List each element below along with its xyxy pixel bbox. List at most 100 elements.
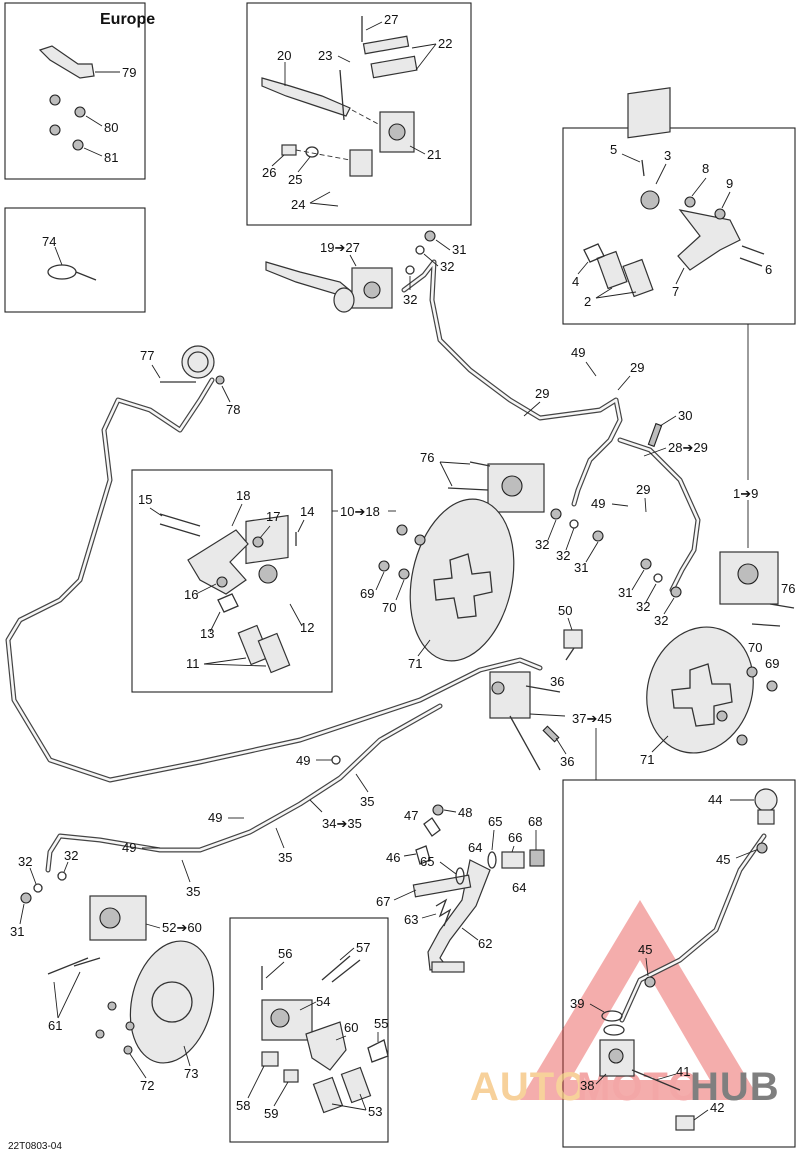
callout-46: 46 — [386, 850, 400, 865]
rear-caliper-box — [229, 917, 389, 1143]
callout-71b: 71 — [640, 752, 654, 767]
callout-70a: 70 — [382, 600, 396, 615]
clip-47 — [423, 817, 441, 837]
banjo-bolt-31a — [424, 230, 436, 242]
callout-64a: 64 — [468, 840, 482, 855]
callout-26: 26 — [262, 165, 276, 180]
bushing-26 — [281, 144, 297, 156]
watermark-triangle — [520, 900, 760, 1100]
callout-17: 17 — [266, 509, 280, 524]
callout-49e: 49 — [122, 840, 136, 855]
bleeder-5 — [641, 159, 645, 177]
boot-42 — [675, 1115, 695, 1131]
switch-50 — [563, 629, 583, 649]
bracket-7 — [677, 209, 741, 271]
callout-9: 9 — [726, 176, 733, 191]
pin-15a — [159, 513, 201, 527]
callout-35c: 35 — [186, 884, 200, 899]
callout-67: 67 — [376, 894, 390, 909]
callout-69b: 69 — [765, 656, 779, 671]
bushing-59 — [283, 1069, 299, 1083]
callout-50: 50 — [558, 603, 572, 618]
callout-4: 4 — [572, 274, 579, 289]
callout-60: 60 — [344, 1020, 358, 1035]
rear-brake-disc-73 — [129, 940, 215, 1064]
callout-45a: 45 — [716, 852, 730, 867]
bracket-18 — [187, 529, 249, 595]
callout-58: 58 — [236, 1098, 250, 1113]
brake-lever-20 — [261, 77, 351, 117]
bushing-66 — [501, 851, 525, 869]
callout-32d: 32 — [556, 548, 570, 563]
pin-6b — [741, 245, 765, 255]
callout-42: 42 — [710, 1100, 724, 1115]
callout-59: 59 — [264, 1106, 278, 1121]
callout-79: 79 — [122, 65, 136, 80]
pedal-pad — [431, 961, 465, 973]
pin-15b — [159, 523, 201, 537]
callout-32e: 32 — [636, 599, 650, 614]
callout-49c: 49 — [296, 753, 310, 768]
clamp-24 — [349, 149, 373, 177]
callout-41: 41 — [676, 1064, 690, 1079]
pin-23 — [339, 69, 345, 121]
watermark-hub: HUB — [690, 1065, 780, 1109]
bracket-60 — [305, 1021, 347, 1071]
caliper-3 — [627, 87, 671, 139]
callout-70b: 70 — [748, 640, 762, 655]
watermark: AUTO MOTO HUB — [470, 900, 780, 1109]
callout-38: 38 — [580, 1078, 594, 1093]
bushing-8 — [684, 196, 696, 208]
callout-73: 73 — [184, 1066, 198, 1081]
washer-32c — [550, 508, 562, 520]
callout-80: 80 — [104, 120, 118, 135]
pad-53b — [340, 1066, 372, 1104]
callout-32h: 32 — [64, 848, 78, 863]
region-label: Europe — [100, 11, 155, 28]
callout-29a: 29 — [630, 360, 644, 375]
bolt-80a — [49, 94, 61, 106]
callout-32f: 32 — [654, 613, 668, 628]
callout-32c: 32 — [535, 537, 549, 552]
bushing-16 — [216, 576, 228, 588]
callout-1-9: 1➔9 — [733, 486, 758, 501]
callout-47: 47 — [404, 808, 418, 823]
callout-49b: 49 — [591, 496, 605, 511]
callout-69a: 69 — [360, 586, 374, 601]
brake-disc-71b — [646, 626, 754, 754]
nut-80b — [74, 106, 86, 118]
pad-2a — [596, 250, 628, 290]
callout-65b: 65 — [488, 814, 502, 829]
callout-36a: 36 — [550, 674, 564, 689]
clevis-46 — [415, 845, 431, 865]
spring-4 — [583, 243, 605, 263]
callout-5: 5 — [610, 142, 617, 157]
callout-66: 66 — [508, 830, 522, 845]
callout-16: 16 — [184, 587, 198, 602]
callout-31a: 31 — [452, 242, 466, 257]
callout-49d: 49 — [208, 810, 222, 825]
front-right-caliper-box — [562, 127, 796, 325]
callout-8: 8 — [702, 161, 709, 176]
callout-20: 20 — [277, 48, 291, 63]
cable-tie-74 — [47, 264, 77, 280]
callout-54: 54 — [316, 994, 330, 1009]
callout-44: 44 — [708, 792, 722, 807]
callout-24: 24 — [291, 197, 305, 212]
master-cylinder-box — [246, 2, 472, 226]
spring-55 — [367, 1039, 389, 1063]
callout-27: 27 — [384, 12, 398, 27]
callout-71a: 71 — [408, 656, 422, 671]
brake-disc-71a — [409, 498, 515, 662]
shaft-67 — [412, 874, 472, 898]
callout-64b: 64 — [512, 880, 526, 895]
bolt-81a — [49, 124, 61, 136]
nut-81b — [72, 139, 84, 151]
callout-55: 55 — [374, 1016, 388, 1031]
callout-11: 11 — [186, 656, 200, 671]
callout-68: 68 — [528, 814, 542, 829]
pad-53a — [312, 1076, 344, 1114]
callout-62: 62 — [478, 936, 492, 951]
callout-53: 53 — [368, 1104, 382, 1119]
